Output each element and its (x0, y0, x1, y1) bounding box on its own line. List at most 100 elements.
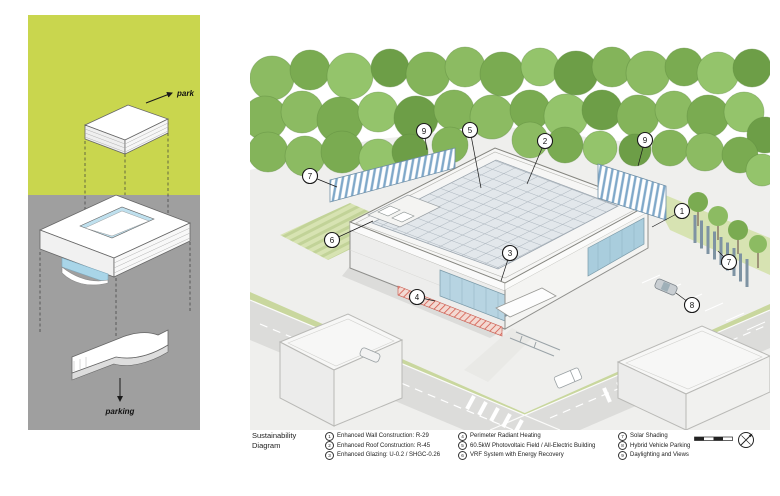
legend-number-badge: 7 (618, 431, 627, 441)
legend-label: Enhanced Roof Construction: R-45 (337, 442, 431, 449)
tree-icon (591, 46, 633, 88)
callout-circle-7 (301, 167, 319, 185)
callout-number: 4 (415, 293, 420, 302)
tree-icon (320, 130, 364, 174)
louver-screen-east (597, 163, 667, 221)
legend-number-badge: 3 (325, 450, 334, 460)
hybrid-car (654, 278, 678, 296)
entry-canopy (495, 287, 557, 318)
east-glazing (587, 217, 645, 277)
legend-number-badge: 1 (325, 431, 334, 441)
tree-icon (370, 48, 410, 88)
neighbor-building-southeast (616, 325, 770, 430)
callout-number: 2 (543, 137, 548, 146)
legend-number-badge: 9 (618, 450, 627, 460)
parking-label: parking (105, 407, 135, 416)
entry-walkway (464, 328, 532, 382)
callout-circle-2 (536, 132, 554, 150)
diagram-title: Sustainability Diagram (252, 431, 296, 451)
tree-icon (686, 94, 730, 138)
vrf-unit (391, 211, 415, 223)
tree-icon (625, 50, 671, 96)
park-arrow (145, 91, 173, 104)
callout-number: 7 (308, 172, 313, 181)
legend-label: Enhanced Wall Construction: R-29 (337, 433, 429, 439)
callout-number: 8 (690, 301, 695, 310)
callout-circle-1 (673, 202, 691, 220)
tree-icon (520, 47, 560, 87)
callout-number: 3 (508, 249, 513, 258)
legend-label: Daylighting and Views (630, 452, 689, 458)
callout-number: 9 (422, 127, 427, 136)
tree-icon (405, 51, 451, 97)
tree-icon (326, 52, 374, 100)
legend-label: VRF System with Energy Recovery (470, 452, 564, 458)
tree-icon (616, 94, 660, 138)
tree-icon (444, 46, 486, 88)
tree-icon (479, 51, 525, 97)
park-label: park (176, 89, 194, 98)
callout-circle-6 (323, 231, 341, 249)
tree-icon (732, 48, 770, 88)
scale-bar (694, 436, 733, 441)
tree-icon (553, 50, 599, 96)
legend-number-badge: 8 (618, 441, 627, 450)
tree-icon (664, 47, 704, 87)
tree-icon (250, 131, 289, 173)
tree-icon (685, 132, 725, 172)
callout-number: 7 (727, 258, 732, 267)
tree-icon (280, 90, 324, 134)
legend-label: 60.5kW Photovoltaic Field / All-Electric… (470, 442, 596, 449)
callout-leader-line (469, 129, 482, 189)
louver-screen-west (329, 147, 456, 203)
main-floor-piece (38, 194, 192, 286)
callout-number: 5 (468, 126, 473, 135)
callout-circle-3 (501, 244, 519, 262)
callout-circle-9 (636, 131, 654, 149)
callout-number: 6 (330, 236, 335, 245)
callout-circle-7 (720, 253, 738, 271)
louver-fence-east (693, 215, 749, 287)
delivery-van (553, 367, 583, 389)
legend-label: Solar Shading (630, 433, 668, 439)
legend-label: Perimeter Radiant Heating (470, 433, 541, 439)
callout-annotations: 9 5 2 9 7 1 6 3 7 4 8 (301, 121, 738, 314)
tree-icon (250, 55, 295, 101)
roof-slab-piece (83, 104, 170, 155)
legend-number-badge: 4 (458, 431, 467, 441)
tree-icon (582, 130, 618, 166)
street-trees (688, 192, 767, 268)
main-building (348, 147, 650, 337)
exploded-dashed-guides (39, 122, 191, 337)
legend-number-badge: 2 (325, 441, 334, 450)
callout-circle-4 (408, 288, 426, 306)
tree-icon (696, 51, 740, 95)
legend-label: Enhanced Glazing: U-0.2 / SHGC-0.26 (337, 452, 441, 458)
tree-icon (581, 89, 623, 131)
walkway-railing (509, 331, 561, 357)
callout-number: 1 (680, 207, 685, 216)
street-car (359, 347, 381, 363)
neighbor-building-southwest (278, 313, 404, 427)
parking-ramp-piece (71, 329, 169, 381)
callout-number: 9 (643, 136, 648, 145)
tree-icon (745, 153, 770, 187)
site-axonometric-diagram: 9 5 2 9 7 1 6 3 7 4 8 (250, 46, 770, 430)
callout-circle-8 (683, 296, 701, 314)
callout-circle-9 (415, 122, 433, 140)
tree-icon (357, 91, 399, 133)
